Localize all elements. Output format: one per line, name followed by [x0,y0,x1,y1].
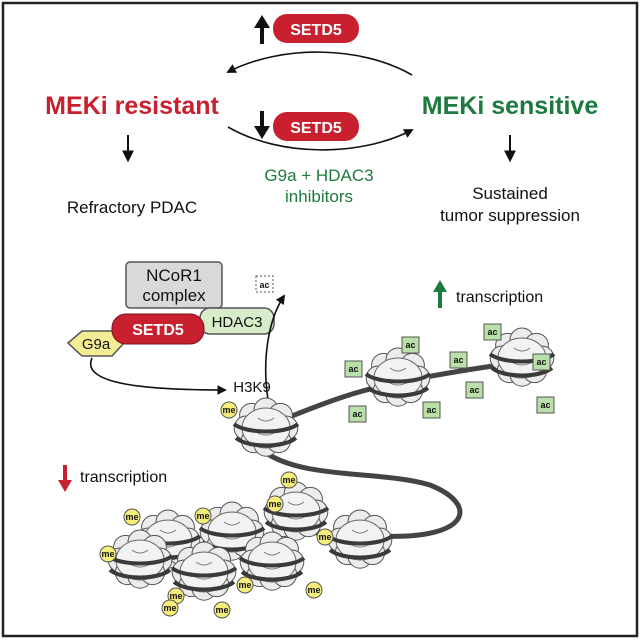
setd5-bottom-pill [111,313,205,345]
me-mark: me [99,545,117,563]
arrow-resistant-to-sensitive [227,126,414,151]
me-mark: me [213,601,231,619]
up-arrow-icon [254,15,270,28]
ac-removed-box [255,275,274,293]
me-mark: me [305,581,323,599]
me-label: me [163,603,176,613]
ac-label: ac [487,327,497,337]
down-arrow-icon [254,126,270,139]
ac-mark: ac [344,360,363,378]
histone-marks: me me me me me me me me me me me me ac ac ac ac ac ac ac ac… [99,323,555,619]
transcription-down-label: transcription [80,469,167,486]
ac-mark: ac [465,381,484,399]
setd5-down-label: SETD5 [290,120,342,137]
inhibitors-line2: inhibitors [285,187,353,206]
setd5-down-pill [273,112,359,141]
ncor1-complex-box [125,261,223,309]
transcription-up-label: transcription [456,289,543,306]
me-label: me [215,605,228,615]
ac-mark: ac [422,401,441,419]
ac-mark: ac [483,323,502,341]
me-label: me [268,499,281,509]
me-mark: me [316,528,334,546]
ac-label: ac [352,409,362,419]
transcription-up-icon [433,280,447,292]
ac-mark: ac [401,336,420,354]
ac-removed-label: ac [259,280,269,290]
ac-label: ac [469,385,479,395]
ac-label: ac [405,340,415,350]
me-mark: me [194,507,212,525]
nucleosome [326,509,394,569]
arrow-sensitive-to-resistant [226,51,413,76]
nucleosome [170,541,238,601]
me-label: me [196,511,209,521]
ncor1-line2: complex [142,286,206,305]
setd5-up-pill [273,14,359,43]
me-label: me [307,585,320,595]
me-label: me [169,591,182,601]
nucleosome [198,501,266,561]
ac-label: ac [540,400,550,410]
me-label: me [318,532,331,542]
setd5-down-group: SETD5 [254,111,359,141]
me-mark: me [236,576,254,594]
ac-mark: ac [449,351,468,369]
me-label: me [282,475,295,485]
sustained-line1: Sustained [472,184,548,203]
meki-resistant-label: MEKi resistant [45,92,219,120]
ac-label: ac [453,355,463,365]
nucleosomes [106,327,556,601]
me-mark: me [266,495,284,513]
ac-mark: ac [536,396,555,414]
me-mark: me [161,599,179,617]
setd5-up-group: SETD5 [254,14,359,44]
me-label: me [101,549,114,559]
ac-label: ac [348,364,358,374]
nucleosome [238,531,306,591]
nucleosome [106,529,174,589]
me-mark: me [123,508,141,526]
ac-mark: ac [532,353,551,371]
nucleosome [364,347,432,407]
ac-mark: ac [348,405,367,423]
methylation-arrow [89,357,227,395]
ncor1-line1: NCoR1 [146,266,202,285]
refractory-pdac-label: Refractory PDAC [67,198,197,217]
me-mark: me [220,401,238,419]
nucleosome [232,397,300,457]
setd5-bottom-label: SETD5 [132,322,184,339]
inhibitors-line1: G9a + HDAC3 [264,166,373,185]
deacetylation-arrow [264,294,286,401]
transcription-down-icon [58,480,72,492]
me-label: me [238,580,251,590]
meki-sensitive-label: MEKi sensitive [422,92,599,120]
ac-label: ac [536,357,546,367]
g9a-label: G9a [82,336,111,353]
me-mark: me [280,471,298,489]
h3k9-label: H3K9 [233,379,271,396]
hdac3-label: HDAC3 [212,314,263,331]
sustained-line2: tumor suppression [440,206,580,225]
me-label: me [125,512,138,522]
ac-label: ac [426,405,436,415]
me-label: me [222,405,235,415]
setd5-up-label: SETD5 [290,22,342,39]
